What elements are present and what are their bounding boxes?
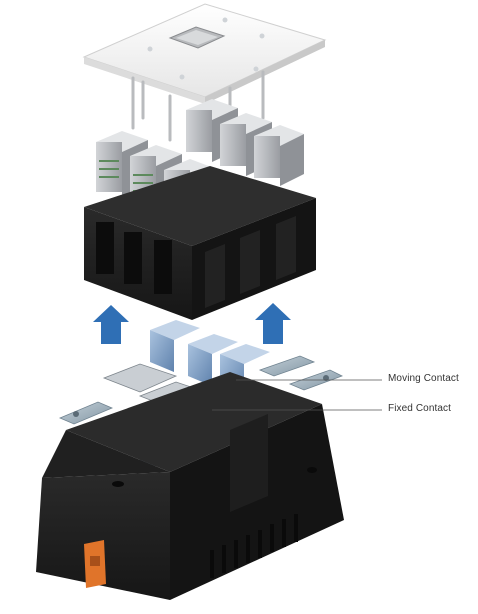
arc-chute-housing xyxy=(84,166,316,320)
callout-leaders xyxy=(212,379,382,411)
cover-screw-holes xyxy=(147,17,265,80)
fixed-contact-label: Fixed Contact xyxy=(388,403,451,414)
moving-contact-label: Moving Contact xyxy=(388,373,459,384)
contact-block xyxy=(254,125,304,186)
arrow-up-icon xyxy=(93,305,129,344)
auxiliary-contact-blocks-back xyxy=(186,99,304,186)
guide-pins xyxy=(131,70,265,142)
mounting-holes xyxy=(112,467,317,487)
base-vents xyxy=(210,514,298,578)
cover-latch xyxy=(168,26,226,49)
cover-plate xyxy=(82,3,327,104)
orange-port xyxy=(84,540,106,588)
arrow-up-icon xyxy=(255,303,291,344)
base-housing xyxy=(36,372,344,600)
moving-contact-carrier xyxy=(150,320,270,396)
